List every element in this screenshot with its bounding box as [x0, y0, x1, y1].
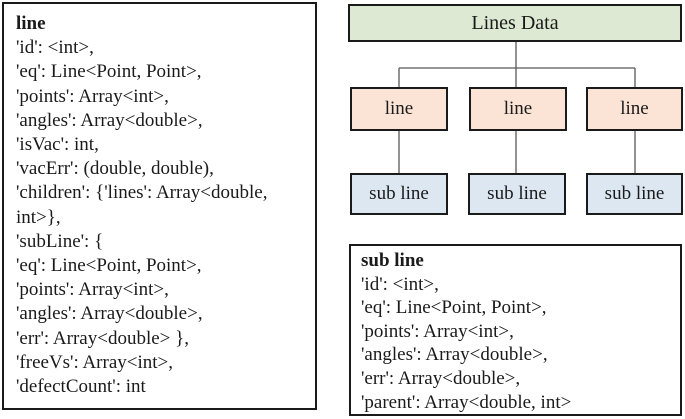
subline-struct-box: sub line 'id': <int>, 'eq': Line<Point, …	[349, 244, 682, 416]
line-struct-title: line	[16, 13, 46, 34]
line-struct-field: 'err': Array<double> },	[16, 327, 189, 349]
line-struct-field: 'eq': Line<Point, Point>,	[16, 61, 202, 83]
line-struct-field: 'eq': Line<Point, Point>,	[16, 255, 202, 277]
subline-struct-title: sub line	[361, 250, 424, 271]
tree-subline-node: sub line	[468, 173, 566, 215]
line-struct-field: 'subLine': {	[16, 230, 104, 252]
line-struct-field: 'angles': Array<double>,	[16, 109, 203, 131]
line-struct-field: 'points': Array<int>,	[16, 279, 169, 301]
tree-line-node: line	[586, 87, 683, 131]
subline-struct-field: 'eq': Line<Point, Point>,	[361, 297, 547, 319]
subline-struct-field: 'points': Array<int>,	[361, 320, 514, 342]
tree-subline-node: sub line	[350, 173, 448, 215]
subline-struct-field: 'parent': Array<double, int>	[361, 391, 572, 413]
subline-struct-field: 'id': <int>,	[361, 273, 439, 295]
line-struct-field: 'children': {'lines': Array<double,	[16, 182, 268, 204]
line-struct-field: 'angles': Array<double>,	[16, 303, 203, 325]
line-struct-field: 'defectCount': int	[16, 376, 146, 398]
line-struct-field: 'id': <int>,	[16, 37, 94, 59]
subline-struct-field: 'angles': Array<double>,	[361, 344, 548, 366]
line-struct-field: 'isVac': int,	[16, 134, 99, 156]
tree-root-node: Lines Data	[348, 4, 682, 42]
tree-line-node: line	[350, 87, 448, 131]
line-struct-field: 'points': Array<int>,	[16, 85, 169, 107]
line-struct-field: 'vacErr': (double, double),	[16, 158, 214, 180]
line-struct-box: line 'id': <int>, 'eq': Line<Point, Poin…	[2, 2, 317, 410]
subline-struct-field: 'err': Array<double>,	[361, 367, 521, 389]
line-struct-field: int>},	[16, 206, 61, 228]
tree-line-node: line	[469, 87, 567, 131]
tree-subline-node: sub line	[586, 173, 683, 215]
line-struct-field: 'freeVs': Array<int>,	[16, 351, 174, 373]
